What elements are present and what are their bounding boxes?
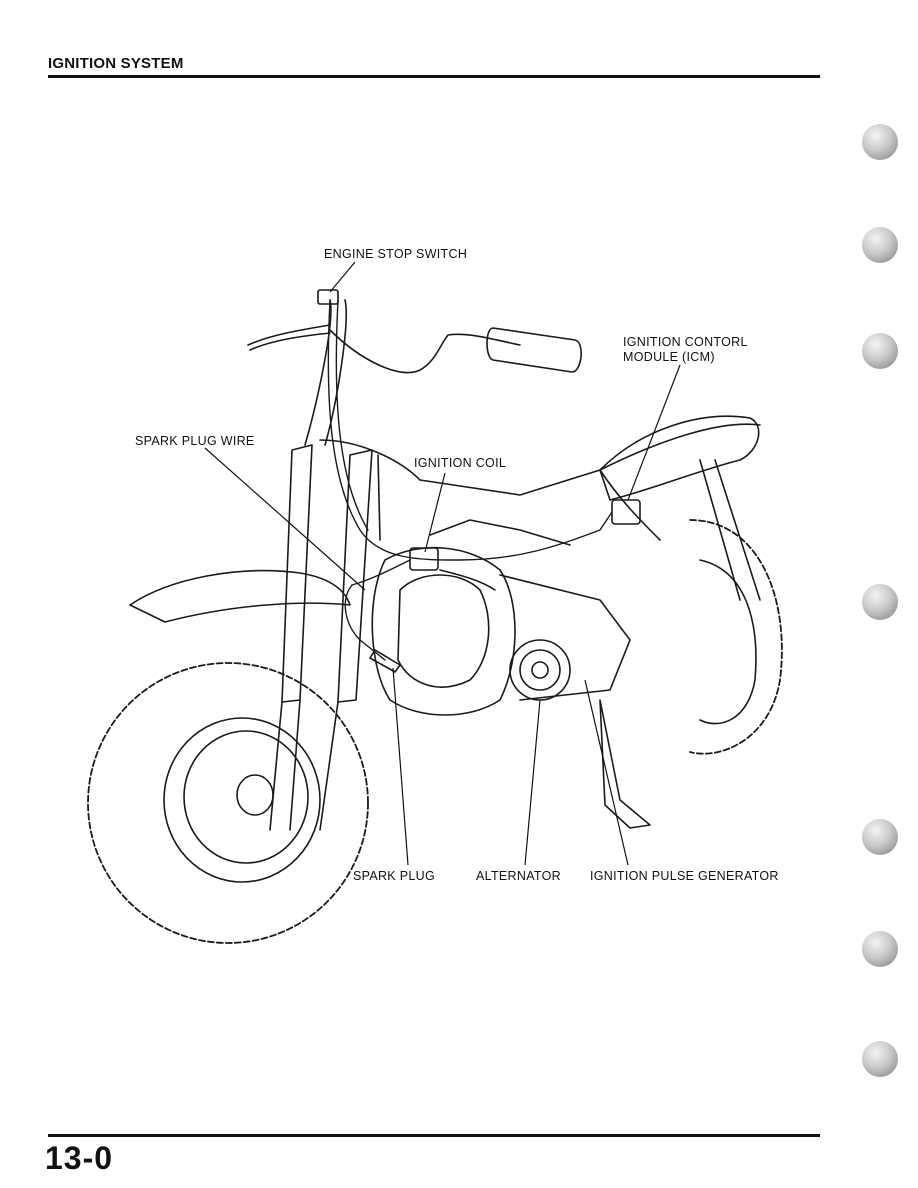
section-tab-marker[interactable]	[862, 819, 898, 855]
label-alternator: ALTERNATOR	[476, 869, 561, 883]
label-spark-plug-wire: SPARK PLUG WIRE	[135, 434, 255, 448]
ignition-coil-shape	[409, 547, 496, 591]
label-spark-plug: SPARK PLUG	[353, 869, 435, 883]
section-tab-marker[interactable]	[862, 1041, 898, 1077]
section-title: IGNITION SYSTEM	[48, 55, 184, 72]
leader-ignition-coil	[424, 472, 446, 553]
footer-divider	[48, 1134, 820, 1137]
label-ignition-control-module: IGNITION CONTORL	[623, 335, 748, 349]
engine-stop-switch-shape	[317, 289, 339, 305]
label-engine-stop-switch: ENGINE STOP SWITCH	[324, 247, 468, 261]
header-divider	[48, 75, 820, 78]
front-wheel	[87, 662, 369, 944]
wiring	[327, 299, 613, 661]
label-ignition-control-module-line2: MODULE (ICM)	[623, 350, 715, 364]
handlebars	[247, 299, 582, 446]
leader-spark-plug-wire	[204, 447, 366, 591]
section-tab-marker[interactable]	[862, 584, 898, 620]
engine	[371, 519, 631, 716]
frame	[319, 423, 761, 601]
rear-wheel	[689, 519, 783, 755]
front-forks	[269, 444, 373, 831]
page-number: 13-0	[45, 1140, 114, 1176]
kickstand	[599, 699, 651, 829]
spark-plug-shape	[369, 649, 401, 673]
section-tab-marker[interactable]	[862, 227, 898, 263]
section-tab-marker[interactable]	[862, 333, 898, 369]
label-ignition-pulse-generator: IGNITION PULSE GENERATOR	[590, 869, 779, 883]
seat	[599, 415, 760, 501]
label-ignition-coil: IGNITION COIL	[414, 456, 507, 470]
leader-engine-stop	[329, 261, 356, 293]
section-tab-marker[interactable]	[862, 931, 898, 967]
section-tab-marker[interactable]	[862, 124, 898, 160]
leader-pulse-generator	[584, 679, 629, 866]
front-fender	[129, 569, 351, 623]
leader-spark-plug	[392, 667, 409, 866]
leader-alternator	[524, 699, 541, 866]
leader-icm	[627, 364, 681, 501]
